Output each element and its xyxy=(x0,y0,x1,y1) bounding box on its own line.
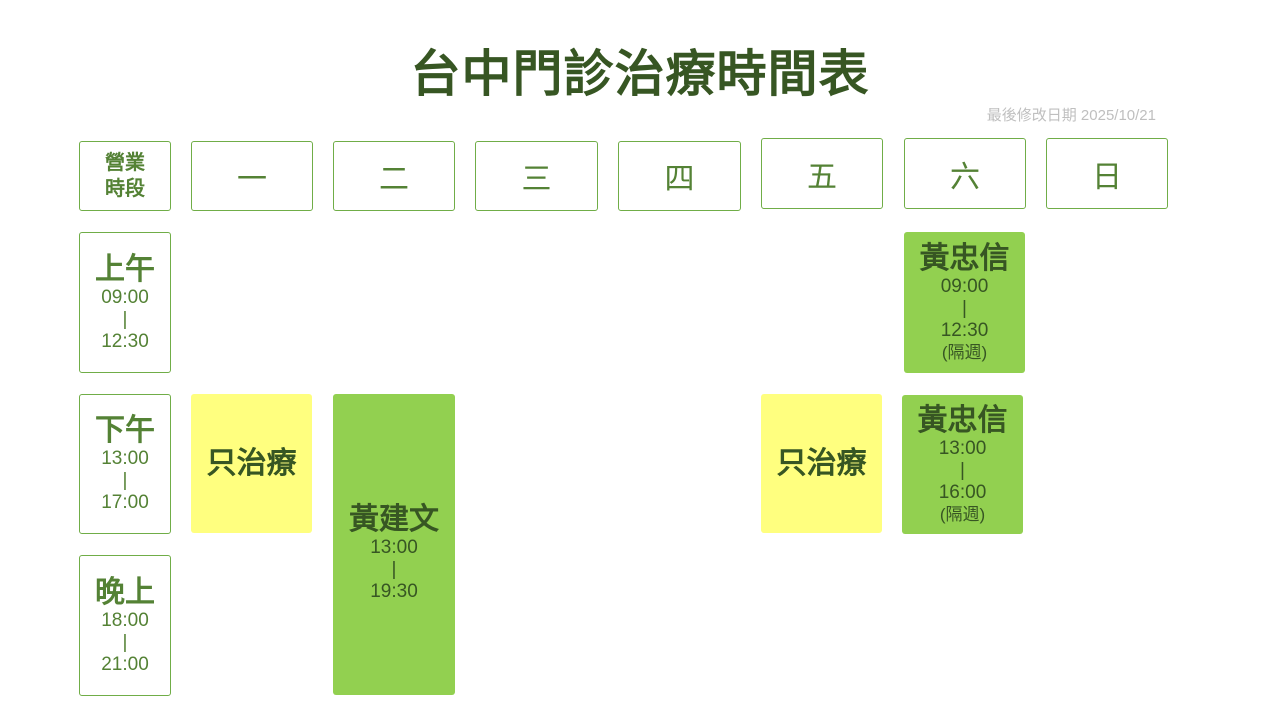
doctor-name: 黃忠信 xyxy=(917,403,1008,437)
period-sep: | xyxy=(122,308,128,330)
block-label: 只治療 xyxy=(776,446,867,480)
period-sep: | xyxy=(122,631,128,653)
header-wed: 三 xyxy=(475,141,598,211)
block-tue-doctor: 黃建文 13:00 | 19:30 xyxy=(333,394,455,695)
header-tue: 二 xyxy=(333,141,455,211)
block-note: (隔週) xyxy=(941,342,988,362)
period-start: 18:00 xyxy=(101,609,149,631)
block-sep: | xyxy=(960,459,965,481)
period-afternoon: 下午 13:00 | 17:00 xyxy=(79,394,171,534)
block-mon-afternoon-treatment: 只治療 xyxy=(191,394,312,533)
block-sep: | xyxy=(962,297,967,319)
period-label-2: 時段 xyxy=(105,178,145,200)
header-mon: 一 xyxy=(191,141,313,211)
block-start: 09:00 xyxy=(940,275,989,297)
header-sun: 日 xyxy=(1046,138,1168,209)
period-name: 上午 xyxy=(95,252,155,286)
period-end: 12:30 xyxy=(101,330,149,352)
period-end: 17:00 xyxy=(101,492,149,513)
block-end: 19:30 xyxy=(370,580,418,602)
page-title: 台中門診治療時間表 xyxy=(410,46,870,102)
period-start: 13:00 xyxy=(101,448,149,469)
block-end: 12:30 xyxy=(940,319,989,341)
block-sep: | xyxy=(391,558,397,580)
block-fri-afternoon-treatment: 只治療 xyxy=(761,394,882,533)
block-label: 只治療 xyxy=(206,446,297,480)
block-note: (隔週) xyxy=(939,504,986,524)
period-evening: 晚上 18:00 | 21:00 xyxy=(79,555,171,696)
header-thu: 四 xyxy=(618,141,741,211)
block-start: 13:00 xyxy=(370,536,418,558)
period-name: 晚上 xyxy=(95,575,155,609)
period-start: 09:00 xyxy=(101,286,149,308)
header-sat: 六 xyxy=(904,138,1026,209)
block-end: 16:00 xyxy=(938,481,987,503)
doctor-name: 黃建文 xyxy=(349,502,439,536)
period-name: 下午 xyxy=(95,414,155,447)
doctor-name: 黃忠信 xyxy=(919,241,1010,275)
block-start: 13:00 xyxy=(938,437,987,459)
block-sat-afternoon-doctor: 黃忠信 13:00 | 16:00 (隔週) xyxy=(902,395,1023,534)
header-fri: 五 xyxy=(761,138,883,209)
block-sat-morning-doctor: 黃忠信 09:00 | 12:30 (隔週) xyxy=(904,232,1025,373)
period-morning: 上午 09:00 | 12:30 xyxy=(79,232,171,373)
header-period: 營業 時段 xyxy=(79,141,171,211)
period-label-1: 營業 xyxy=(105,152,145,174)
last-updated: 最後修改日期 2025/10/21 xyxy=(986,107,1156,124)
period-sep: | xyxy=(122,470,128,491)
period-end: 21:00 xyxy=(101,653,149,675)
